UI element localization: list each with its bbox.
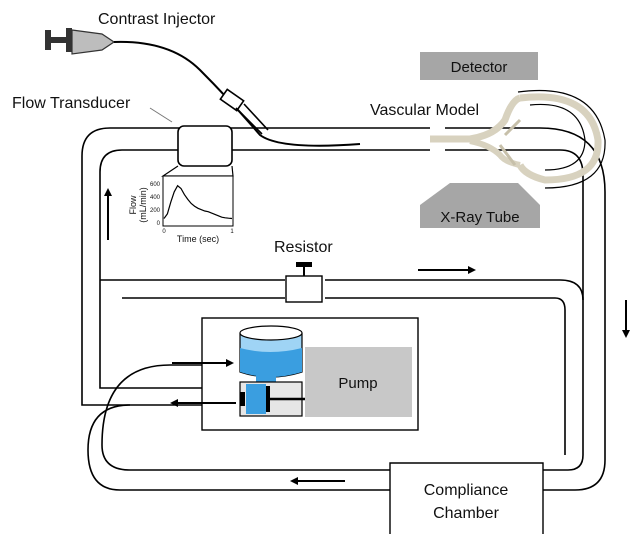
label-xray-tube: X-Ray Tube [440, 209, 519, 226]
inset-ytick-0: 0 [157, 221, 161, 227]
inset-ytick-200: 200 [150, 208, 161, 214]
compliance-chamber-box [389, 462, 544, 534]
label-pump: Pump [338, 375, 377, 392]
label-resistor: Resistor [274, 239, 333, 256]
inset-ytick-600: 600 [150, 182, 161, 188]
label-contrast-injector: Contrast Injector [98, 11, 216, 28]
flow-transducer [161, 125, 234, 177]
top-tubing [230, 127, 430, 151]
inset-xlabel: Time (sec) [177, 234, 219, 244]
pump-motor [305, 347, 412, 417]
outer-loop-tubing [81, 127, 606, 491]
vascular-model [430, 89, 606, 189]
inset-xtick-1: 1 [230, 229, 234, 235]
flow-waveform-inset: 600 400 200 0 0 1 Time (sec) Flow (mL/mi… [128, 175, 234, 244]
resistor-valve [285, 262, 323, 303]
inset-ylabel-line1: Flow [128, 195, 138, 215]
label-flow-transducer: Flow Transducer [12, 95, 131, 112]
detector-box [420, 52, 538, 80]
inset-ytick-400: 400 [150, 195, 161, 201]
fluid-reservoir [239, 325, 303, 382]
transducer-pointer-line [149, 107, 173, 123]
label-vascular-model: Vascular Model [370, 102, 479, 119]
label-compliance-line1: Compliance [424, 482, 509, 499]
flow-waveform-line [163, 184, 233, 220]
contrast-catheter [219, 88, 269, 135]
inset-ylabel-line2: (mL/min) [138, 187, 148, 223]
xray-tube-box [420, 183, 540, 228]
label-compliance-line2: Chamber [433, 505, 499, 522]
piston-chamber [239, 381, 305, 417]
inset-xtick-0: 0 [162, 229, 166, 235]
label-detector: Detector [451, 59, 508, 76]
